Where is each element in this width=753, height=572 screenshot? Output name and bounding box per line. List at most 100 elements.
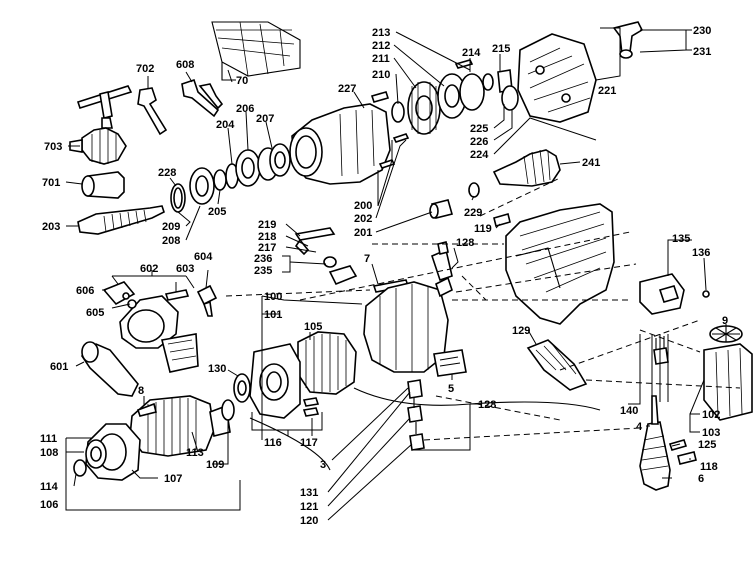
callout-4: 4 <box>636 421 643 433</box>
callout-117: 117 <box>300 437 318 449</box>
callout-206: 206 <box>236 103 254 115</box>
brush-235 <box>328 265 358 286</box>
callout-202: 202 <box>354 213 372 225</box>
aux-handle-601 <box>80 341 139 397</box>
washer-210 <box>391 101 405 123</box>
spring-236 <box>323 256 337 268</box>
cable-clamp-129 <box>526 339 588 391</box>
gear-211 <box>407 81 441 135</box>
callout-200: 200 <box>354 200 372 212</box>
handle-housing <box>493 203 615 325</box>
callout-236: 236 <box>254 253 272 265</box>
callout-114: 114 <box>40 481 59 493</box>
callout-703: 703 <box>44 141 62 153</box>
gear-case-221 <box>517 33 597 123</box>
callout-108: 108 <box>40 447 58 459</box>
clip-9 <box>709 325 743 343</box>
circlip-228 <box>170 183 186 213</box>
callout-605: 605 <box>86 307 104 319</box>
suppressor-140 <box>653 336 669 365</box>
screw-603 <box>164 289 190 301</box>
callout-229: 229 <box>464 207 482 219</box>
callout-219: 219 <box>258 219 276 231</box>
callout-209: 209 <box>162 221 180 233</box>
callout-70: 70 <box>236 75 248 87</box>
callout-106: 106 <box>40 499 58 511</box>
callout-111: 111 <box>40 433 57 445</box>
bearing-208 <box>189 167 215 205</box>
ring-114 <box>73 459 87 477</box>
callout-225: 225 <box>470 123 488 135</box>
callout-702: 702 <box>136 63 154 75</box>
motor-housing-100 <box>363 276 453 373</box>
gear-206 <box>235 149 261 187</box>
callout-217: 217 <box>258 242 276 254</box>
callout-231: 231 <box>693 46 711 58</box>
callout-100: 100 <box>264 291 282 303</box>
callout-107: 107 <box>164 473 182 485</box>
callout-228: 228 <box>158 167 176 179</box>
leader-lines <box>65 27 727 521</box>
callout-130: 130 <box>208 363 226 375</box>
callout-221: 221 <box>598 85 616 97</box>
shaft-241 <box>492 149 561 187</box>
spindle-203 <box>77 205 165 235</box>
callout-101: 101 <box>264 309 282 321</box>
callout-8: 8 <box>138 385 144 397</box>
callout-136: 136 <box>692 247 710 259</box>
spanner-608 <box>181 78 224 118</box>
washer-205 <box>213 169 227 191</box>
callout-218: 218 <box>258 231 276 243</box>
callout-102: 102 <box>702 409 720 421</box>
handle-clamp-604 <box>119 295 199 373</box>
callout-116: 116 <box>264 437 282 449</box>
field-coil-105 <box>297 331 357 395</box>
callout-215: 215 <box>492 43 510 55</box>
drill-chuck-703 <box>69 127 127 165</box>
callout-121: 121 <box>300 501 318 513</box>
side-handle-4 <box>639 395 671 491</box>
callout-129: 129 <box>512 325 530 337</box>
armature-113 <box>129 395 231 457</box>
gear-212 <box>437 73 467 119</box>
pins-213 <box>454 59 474 69</box>
callout-128-bottom: 128 <box>478 399 496 411</box>
selector-knob-230 <box>612 21 644 59</box>
callout-201: 201 <box>354 227 372 239</box>
spanner-702 <box>137 87 168 136</box>
callout-210: 210 <box>372 69 390 81</box>
label-5 <box>433 349 467 377</box>
callout-227: 227 <box>338 83 356 95</box>
callout-113: 113 <box>186 447 204 459</box>
chuck-adapter-701 <box>81 171 125 199</box>
assembly-lines <box>225 177 741 471</box>
callout-140: 140 <box>620 405 638 417</box>
callout-608: 608 <box>176 59 194 71</box>
callout-125: 125 <box>698 439 716 451</box>
chuck-key <box>76 85 133 129</box>
callout-701: 701 <box>42 177 60 189</box>
inset-view-70 <box>211 21 301 81</box>
callout-602: 602 <box>140 263 158 275</box>
end-cap-102 <box>703 343 753 421</box>
callout-603: 603 <box>176 263 194 275</box>
callout-214: 214 <box>462 47 481 59</box>
motor-endplate-116 <box>249 343 301 419</box>
callout-131: 131 <box>300 487 318 499</box>
callout-128-top: 128 <box>456 237 474 249</box>
brush-plate-135 <box>639 273 710 315</box>
callout-203: 203 <box>42 221 60 233</box>
callout-3: 3 <box>320 459 326 471</box>
callout-109: 109 <box>206 459 224 471</box>
callout-6: 6 <box>698 473 704 485</box>
callout-103: 103 <box>702 427 720 439</box>
callout-211: 211 <box>372 53 390 65</box>
bearing-108 <box>85 439 107 469</box>
clamp-606 <box>102 281 136 306</box>
callout-7: 7 <box>364 253 370 265</box>
callout-labels: 213 212 214 211 215 210 230 231 221 70 7… <box>40 25 728 527</box>
callout-224: 224 <box>470 149 489 161</box>
callout-213: 213 <box>372 27 390 39</box>
gear-housing-227 <box>289 91 391 185</box>
